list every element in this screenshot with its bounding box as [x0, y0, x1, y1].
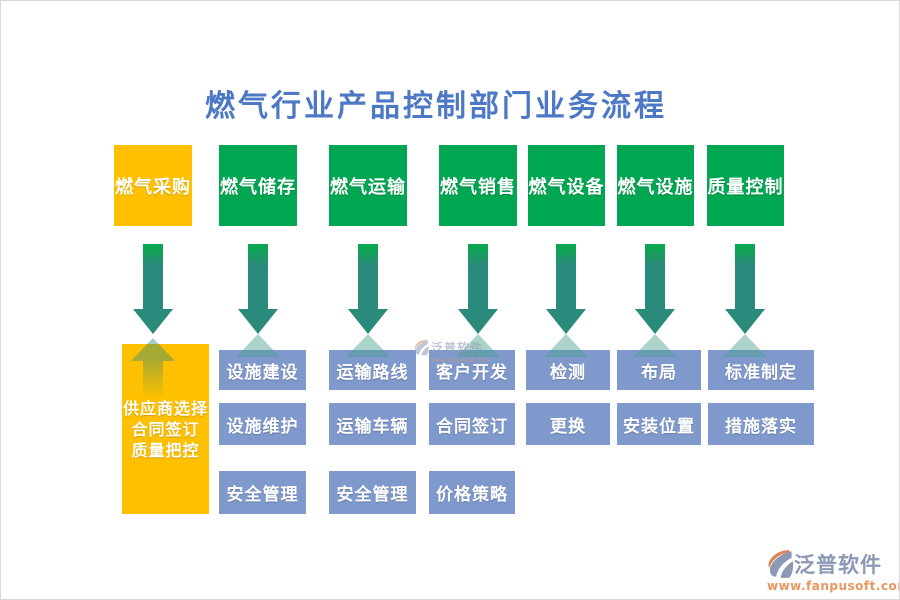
- task-box: 设施建设: [219, 350, 306, 390]
- down-arrow-icon: [635, 244, 675, 334]
- task-box-procurement: 供应商选择 合同签订 质量把控: [122, 344, 209, 514]
- task-box: 客户开发: [429, 350, 515, 390]
- task-line: 质量把控: [131, 440, 200, 460]
- down-arrow-icon: [458, 244, 498, 334]
- task-line: 供应商选择: [122, 398, 208, 418]
- arrow-reflection: [723, 334, 767, 357]
- fanpu-logo-icon: [414, 339, 429, 356]
- task-box: 价格策略: [429, 471, 515, 514]
- down-arrow-icon: [238, 244, 278, 334]
- task-box: 运输路线: [329, 350, 416, 390]
- down-arrow-icon: [546, 244, 586, 334]
- task-box: 安全管理: [219, 471, 306, 514]
- down-arrow-icon: [348, 244, 388, 334]
- page-title: 燃气行业产品控制部门业务流程: [205, 89, 667, 124]
- brand-footer: 泛普软件 www.fanpusoft.com: [767, 549, 900, 593]
- arrow-reflection: [346, 334, 390, 357]
- arrow-reflection: [544, 334, 588, 357]
- stage-box-transport: 燃气运输: [329, 145, 407, 226]
- stage-box-facilities: 燃气设施: [617, 145, 694, 226]
- arrow-reflection: [633, 334, 677, 357]
- task-box: 检测: [526, 350, 610, 390]
- stage-box-equipment: 燃气设备: [528, 145, 605, 226]
- watermark: 泛普软件 www.fanpusoft.com: [414, 339, 490, 364]
- down-arrow-icon: [725, 244, 765, 334]
- stage-box-procurement: 燃气采购: [114, 145, 192, 226]
- stage-box-storage: 燃气储存: [219, 145, 297, 226]
- task-line: 合同签订: [131, 419, 200, 439]
- task-box: 设施维护: [219, 403, 306, 445]
- stage-box-sales: 燃气销售: [439, 145, 517, 226]
- task-box: 运输车辆: [329, 403, 416, 445]
- watermark-name: 泛普软件: [431, 341, 484, 355]
- arrow-reflection: [236, 334, 280, 357]
- fanpu-logo-icon: [768, 550, 794, 578]
- down-arrow-icon: [133, 244, 173, 334]
- task-box: 安全管理: [329, 471, 416, 514]
- stage-box-quality: 质量控制: [707, 145, 784, 226]
- task-box: 标准制定: [708, 350, 814, 390]
- brand-url: www.fanpusoft.com: [767, 579, 900, 593]
- task-box: 布局: [617, 350, 701, 390]
- task-box: 更换: [526, 403, 610, 445]
- task-box: 安装位置: [617, 403, 701, 445]
- arrow-reflection: [456, 334, 500, 357]
- arrow-reflection: [131, 338, 175, 400]
- brand-name: 泛普软件: [794, 553, 882, 577]
- watermark-url: www.fanpusoft.com: [431, 357, 491, 364]
- task-box: 措施落实: [708, 403, 814, 445]
- task-box: 合同签订: [429, 403, 515, 445]
